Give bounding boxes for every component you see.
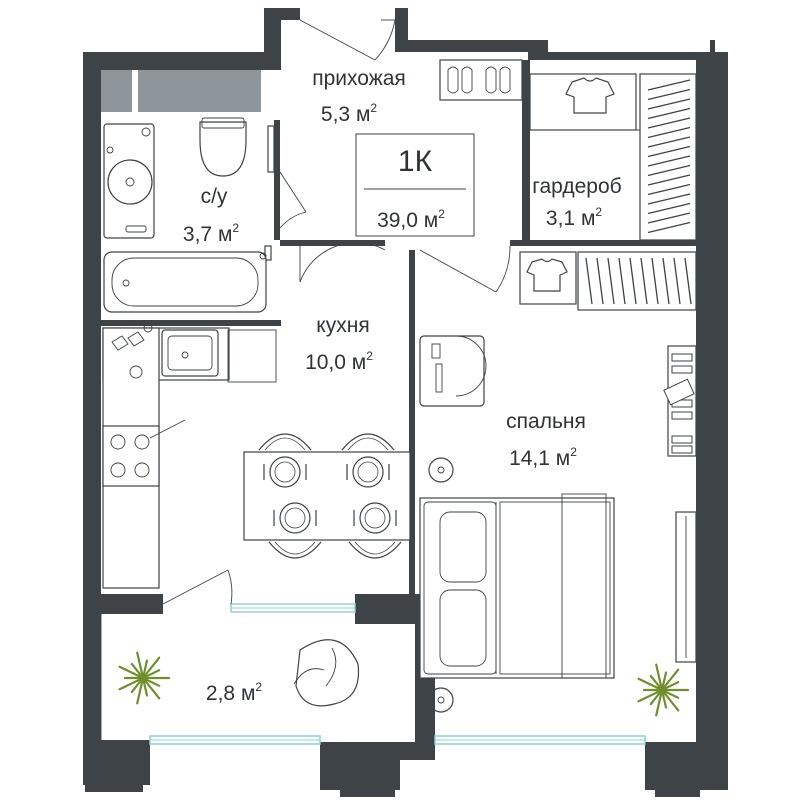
door-bedroom (419, 249, 497, 293)
windows (100, 603, 646, 745)
plant-icon-2 (637, 663, 690, 717)
bed (419, 497, 615, 679)
tshirt-icon (526, 258, 568, 292)
room-name-kitchen: кухня (316, 314, 369, 337)
toilet-icon (199, 121, 247, 177)
door-entrance (299, 19, 376, 61)
wall-entrance-left (264, 8, 300, 70)
wall-top-right (528, 40, 728, 60)
wall-kitchen-bedroom (409, 250, 415, 595)
total-area: 39,0 м2 (377, 207, 445, 232)
wall-corner-bottom-right (645, 742, 728, 797)
closet-hangers-icon (585, 257, 692, 305)
wall-top-mid (428, 40, 528, 52)
room-name-bathroom: с/у (201, 185, 228, 208)
labels: прихожая 5,3 м2 с/у 3,7 м2 гардероб 3,1 … (183, 67, 622, 705)
wall-balcony-left (83, 614, 150, 792)
bedroom-fixtures (419, 335, 697, 713)
bedroom-closet (577, 251, 697, 311)
balcony-fixtures (118, 639, 690, 717)
slippers-icon (447, 66, 473, 94)
room-area-balcony: 2,8 м2 (206, 680, 262, 705)
kitchen-sink-icon (161, 329, 219, 377)
room-name-bedroom: спальня (506, 410, 586, 433)
wall-left (83, 52, 101, 594)
wall-bottom-center (320, 612, 435, 797)
room-area-bathroom: 3,7 м2 (183, 221, 239, 246)
shoes-icon (485, 66, 511, 94)
door-bathroom (279, 171, 307, 213)
wardrobe-fixtures (519, 73, 697, 311)
apartment-type: 1К (398, 145, 433, 178)
room-area-wardrobe: 3,1 м2 (546, 205, 602, 230)
room-area-kitchen: 10,0 м2 (305, 349, 373, 374)
room-name-hallway: прихожая (312, 67, 406, 90)
fridge (227, 329, 277, 383)
plates-icon (263, 456, 397, 534)
shelf-upper (529, 73, 637, 131)
wall-bathroom-hallway (274, 120, 280, 240)
wall-bathroom-kitchen (101, 320, 281, 326)
walls (83, 8, 728, 797)
hangers-icon (647, 79, 691, 234)
plan-badge (355, 133, 475, 237)
blanket-icon (561, 493, 607, 679)
chairs-icon (258, 433, 402, 559)
desk (419, 335, 485, 407)
bathroom-fixtures (103, 117, 267, 313)
plant-icon (118, 651, 171, 705)
shirt-icon (565, 77, 615, 114)
wall-wardrobe-bedroom (510, 240, 696, 246)
wall-hallway-kitchen (280, 240, 385, 246)
room-area-hallway: 5,3 м2 (321, 101, 377, 126)
radiator-icon (428, 457, 454, 483)
door-balcony (162, 569, 229, 605)
armchair-icon (295, 639, 360, 707)
wall-entrance-right (395, 8, 428, 52)
wall-top-left (83, 52, 281, 70)
bathtub-icon (103, 251, 267, 313)
books-icon (663, 353, 695, 454)
wall-left-lower (83, 594, 163, 614)
window-strip-bathroom (101, 70, 261, 112)
wall-hallway-wardrobe (522, 60, 530, 245)
kitchen-fixtures (102, 323, 411, 589)
stove-icon (102, 425, 160, 487)
room-name-wardrobe: гардероб (532, 175, 621, 198)
room-area-bedroom: 14,1 м2 (509, 445, 577, 470)
radiator-icon-2 (428, 687, 454, 713)
vanity-counter (103, 123, 155, 239)
hallway-fixtures (355, 59, 523, 237)
sink-icon (107, 159, 153, 205)
kettle-icon (111, 331, 145, 351)
shelf-lower (519, 251, 577, 305)
doors (162, 19, 511, 605)
desk-chair (455, 335, 487, 397)
wall-right (696, 52, 728, 742)
